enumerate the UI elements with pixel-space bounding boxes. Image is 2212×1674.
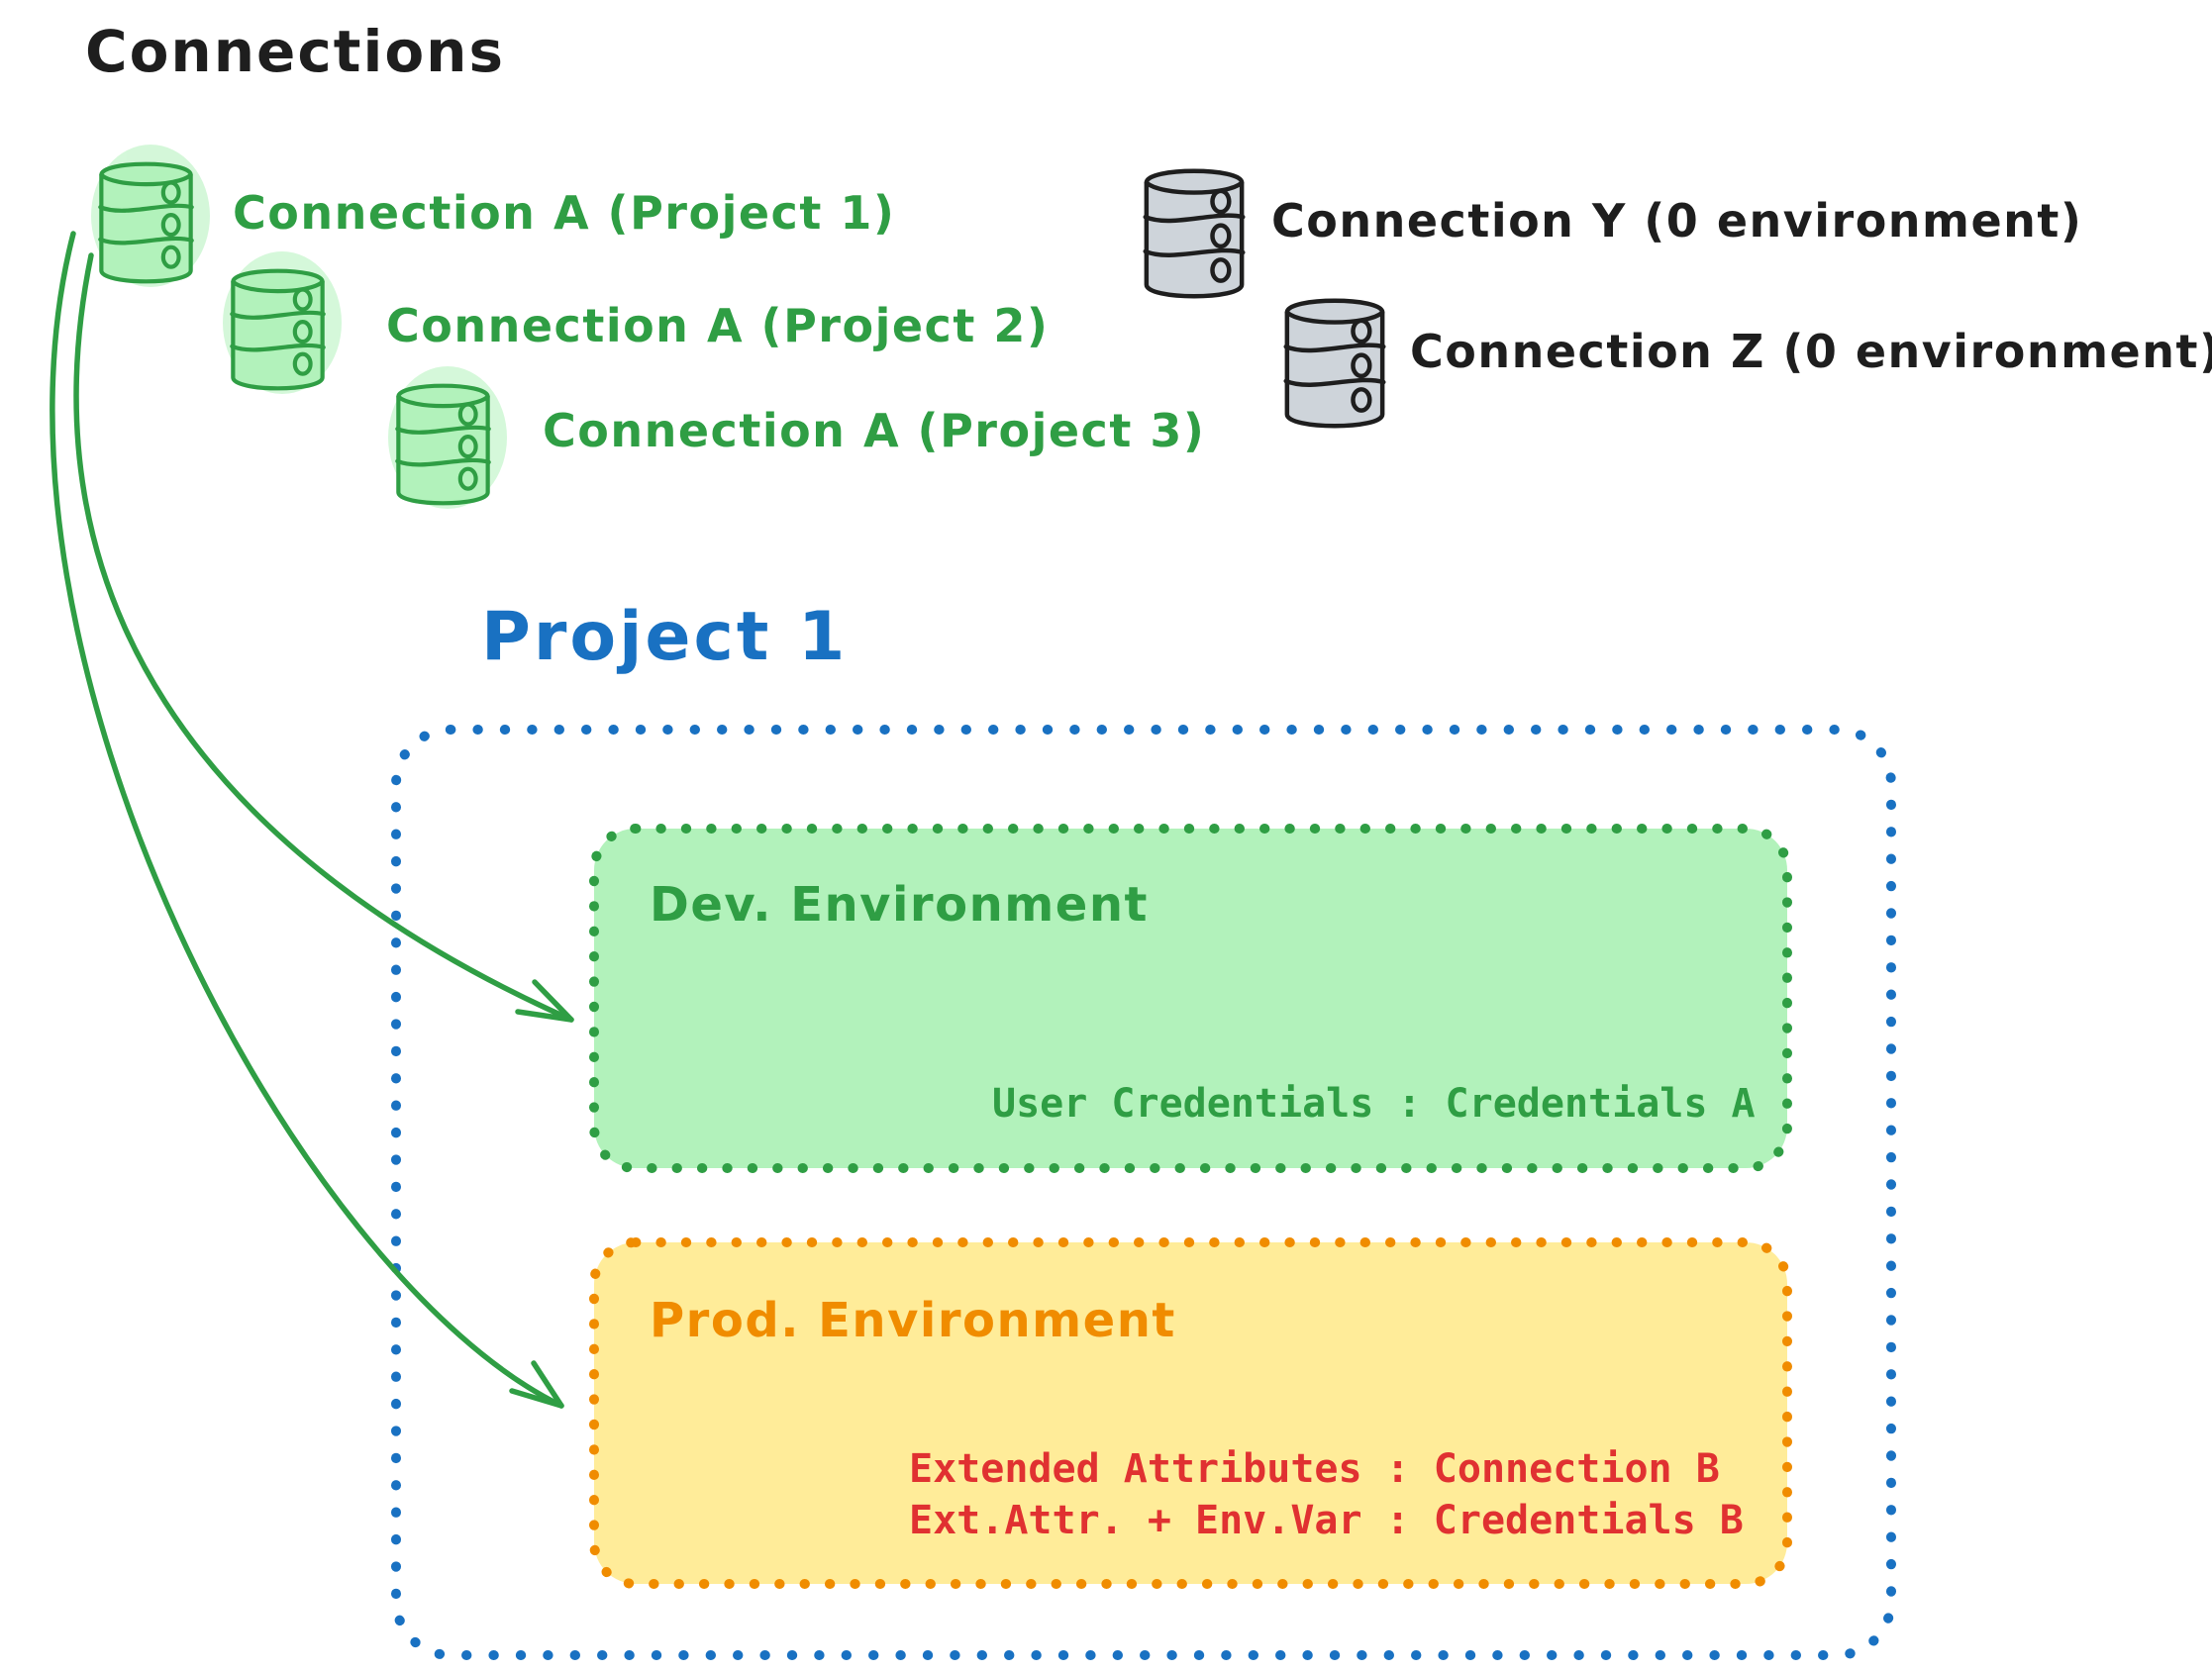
connection-z-label: Connection Z (0 environment) bbox=[1410, 325, 2212, 378]
connection-a-project2-label: Connection A (Project 2) bbox=[386, 299, 1050, 352]
arrow-connection-a-to-dev bbox=[73, 252, 574, 1023]
database-cylinder-icon bbox=[397, 385, 489, 504]
project-1-title: Project 1 bbox=[481, 598, 849, 676]
connection-a-project1-label: Connection A (Project 1) bbox=[233, 186, 896, 240]
database-cylinder-icon bbox=[1145, 170, 1244, 297]
arrow-connection-a-to-prod bbox=[50, 231, 564, 1409]
database-cylinder-icon bbox=[232, 270, 324, 389]
arrowhead-dev-icon bbox=[515, 979, 574, 1023]
prod-environment-box bbox=[589, 1237, 1792, 1589]
dev-credentials-mapping: User Credentials : Credentials A bbox=[992, 1081, 1756, 1127]
connection-y-label: Connection Y (0 environment) bbox=[1271, 194, 2083, 247]
project-1-box bbox=[391, 725, 1896, 1660]
connections-title: Connections bbox=[85, 18, 505, 85]
dev-environment-box bbox=[589, 824, 1792, 1173]
prod-mapping-connection: Extended Attributes : Connection B bbox=[909, 1446, 1720, 1492]
prod-mappings: Extended Attributes : Connection B Ext.A… bbox=[909, 1443, 1744, 1546]
database-cylinder-icon bbox=[100, 163, 192, 282]
prod-mapping-credentials: Ext.Attr. + Env.Var : Credentials B bbox=[909, 1498, 1744, 1543]
prod-environment-title: Prod. Environment bbox=[650, 1293, 1176, 1348]
connection-a-project3-label: Connection A (Project 3) bbox=[543, 404, 1206, 457]
arrowhead-prod-icon bbox=[509, 1360, 564, 1409]
dev-environment-title: Dev. Environment bbox=[650, 877, 1149, 933]
database-cylinder-icon bbox=[1285, 300, 1384, 427]
